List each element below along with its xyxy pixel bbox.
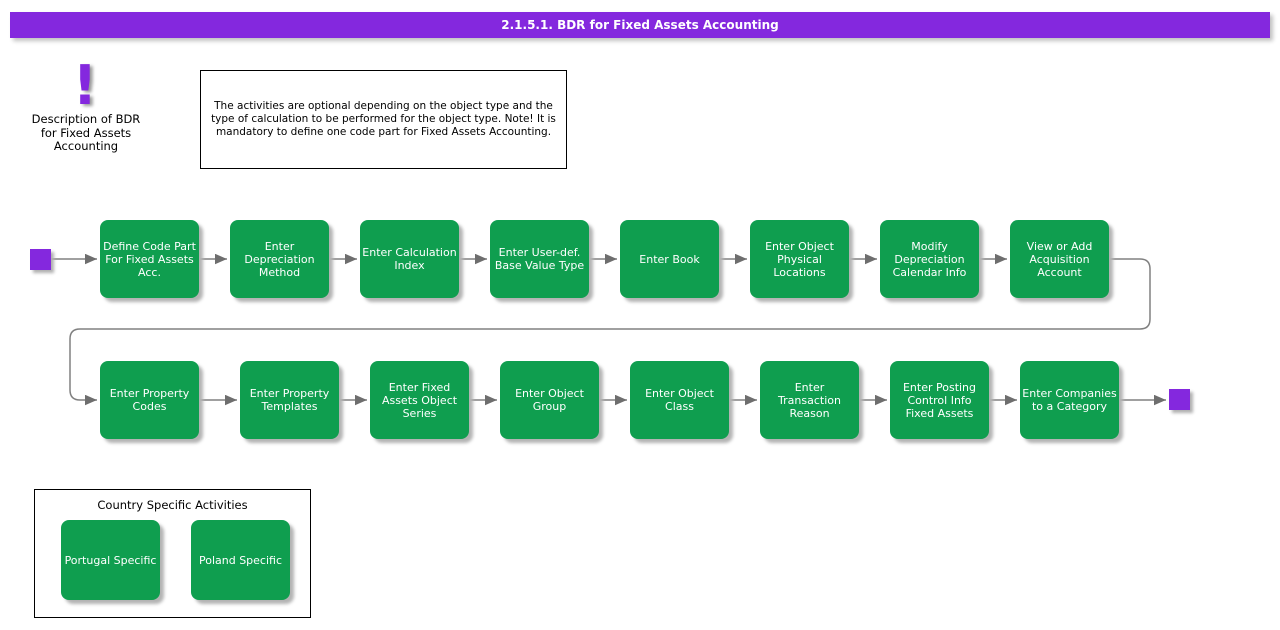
process-box-object-series[interactable]: Enter Fixed Assets Object Series	[370, 361, 469, 439]
process-box-define-code-part[interactable]: Define Code Part For Fixed Assets Acc.	[100, 220, 199, 298]
process-box-base-value-type[interactable]: Enter User-def. Base Value Type	[490, 220, 589, 298]
process-box-physical-locations[interactable]: Enter Object Physical Locations	[750, 220, 849, 298]
process-box-depreciation-calendar[interactable]: Modify Depreciation Calendar Info	[880, 220, 979, 298]
process-box-calculation-index[interactable]: Enter Calculation Index	[360, 220, 459, 298]
process-box-property-codes[interactable]: Enter Property Codes	[100, 361, 199, 439]
title-bar: 2.1.5.1. BDR for Fixed Assets Accounting	[10, 12, 1270, 38]
note-box: The activities are optional depending on…	[200, 70, 567, 169]
process-box-posting-control[interactable]: Enter Posting Control Info Fixed Assets	[890, 361, 989, 439]
flow-end-marker	[1169, 389, 1190, 410]
process-box-portugal-specific[interactable]: Portugal Specific	[61, 520, 160, 600]
exclamation-icon: !	[72, 54, 98, 117]
note-text: The activities are optional depending on…	[211, 100, 556, 138]
country-group-title: Country Specific Activities	[97, 498, 248, 512]
process-box-poland-specific[interactable]: Poland Specific	[191, 520, 290, 600]
process-box-acquisition-account[interactable]: View or Add Acquisition Account	[1010, 220, 1109, 298]
process-box-enter-book[interactable]: Enter Book	[620, 220, 719, 298]
flow-wrap-connector	[69, 258, 1151, 406]
description-label: Description of BDR for Fixed Assets Acco…	[31, 112, 141, 153]
process-box-object-group[interactable]: Enter Object Group	[500, 361, 599, 439]
process-box-object-class[interactable]: Enter Object Class	[630, 361, 729, 439]
process-box-companies-category[interactable]: Enter Companies to a Category	[1020, 361, 1119, 439]
process-box-depreciation-method[interactable]: Enter Depreciation Method	[230, 220, 329, 298]
process-box-transaction-reason[interactable]: Enter Transaction Reason	[760, 361, 859, 439]
flow-start-marker	[30, 249, 51, 270]
process-box-property-templates[interactable]: Enter Property Templates	[240, 361, 339, 439]
